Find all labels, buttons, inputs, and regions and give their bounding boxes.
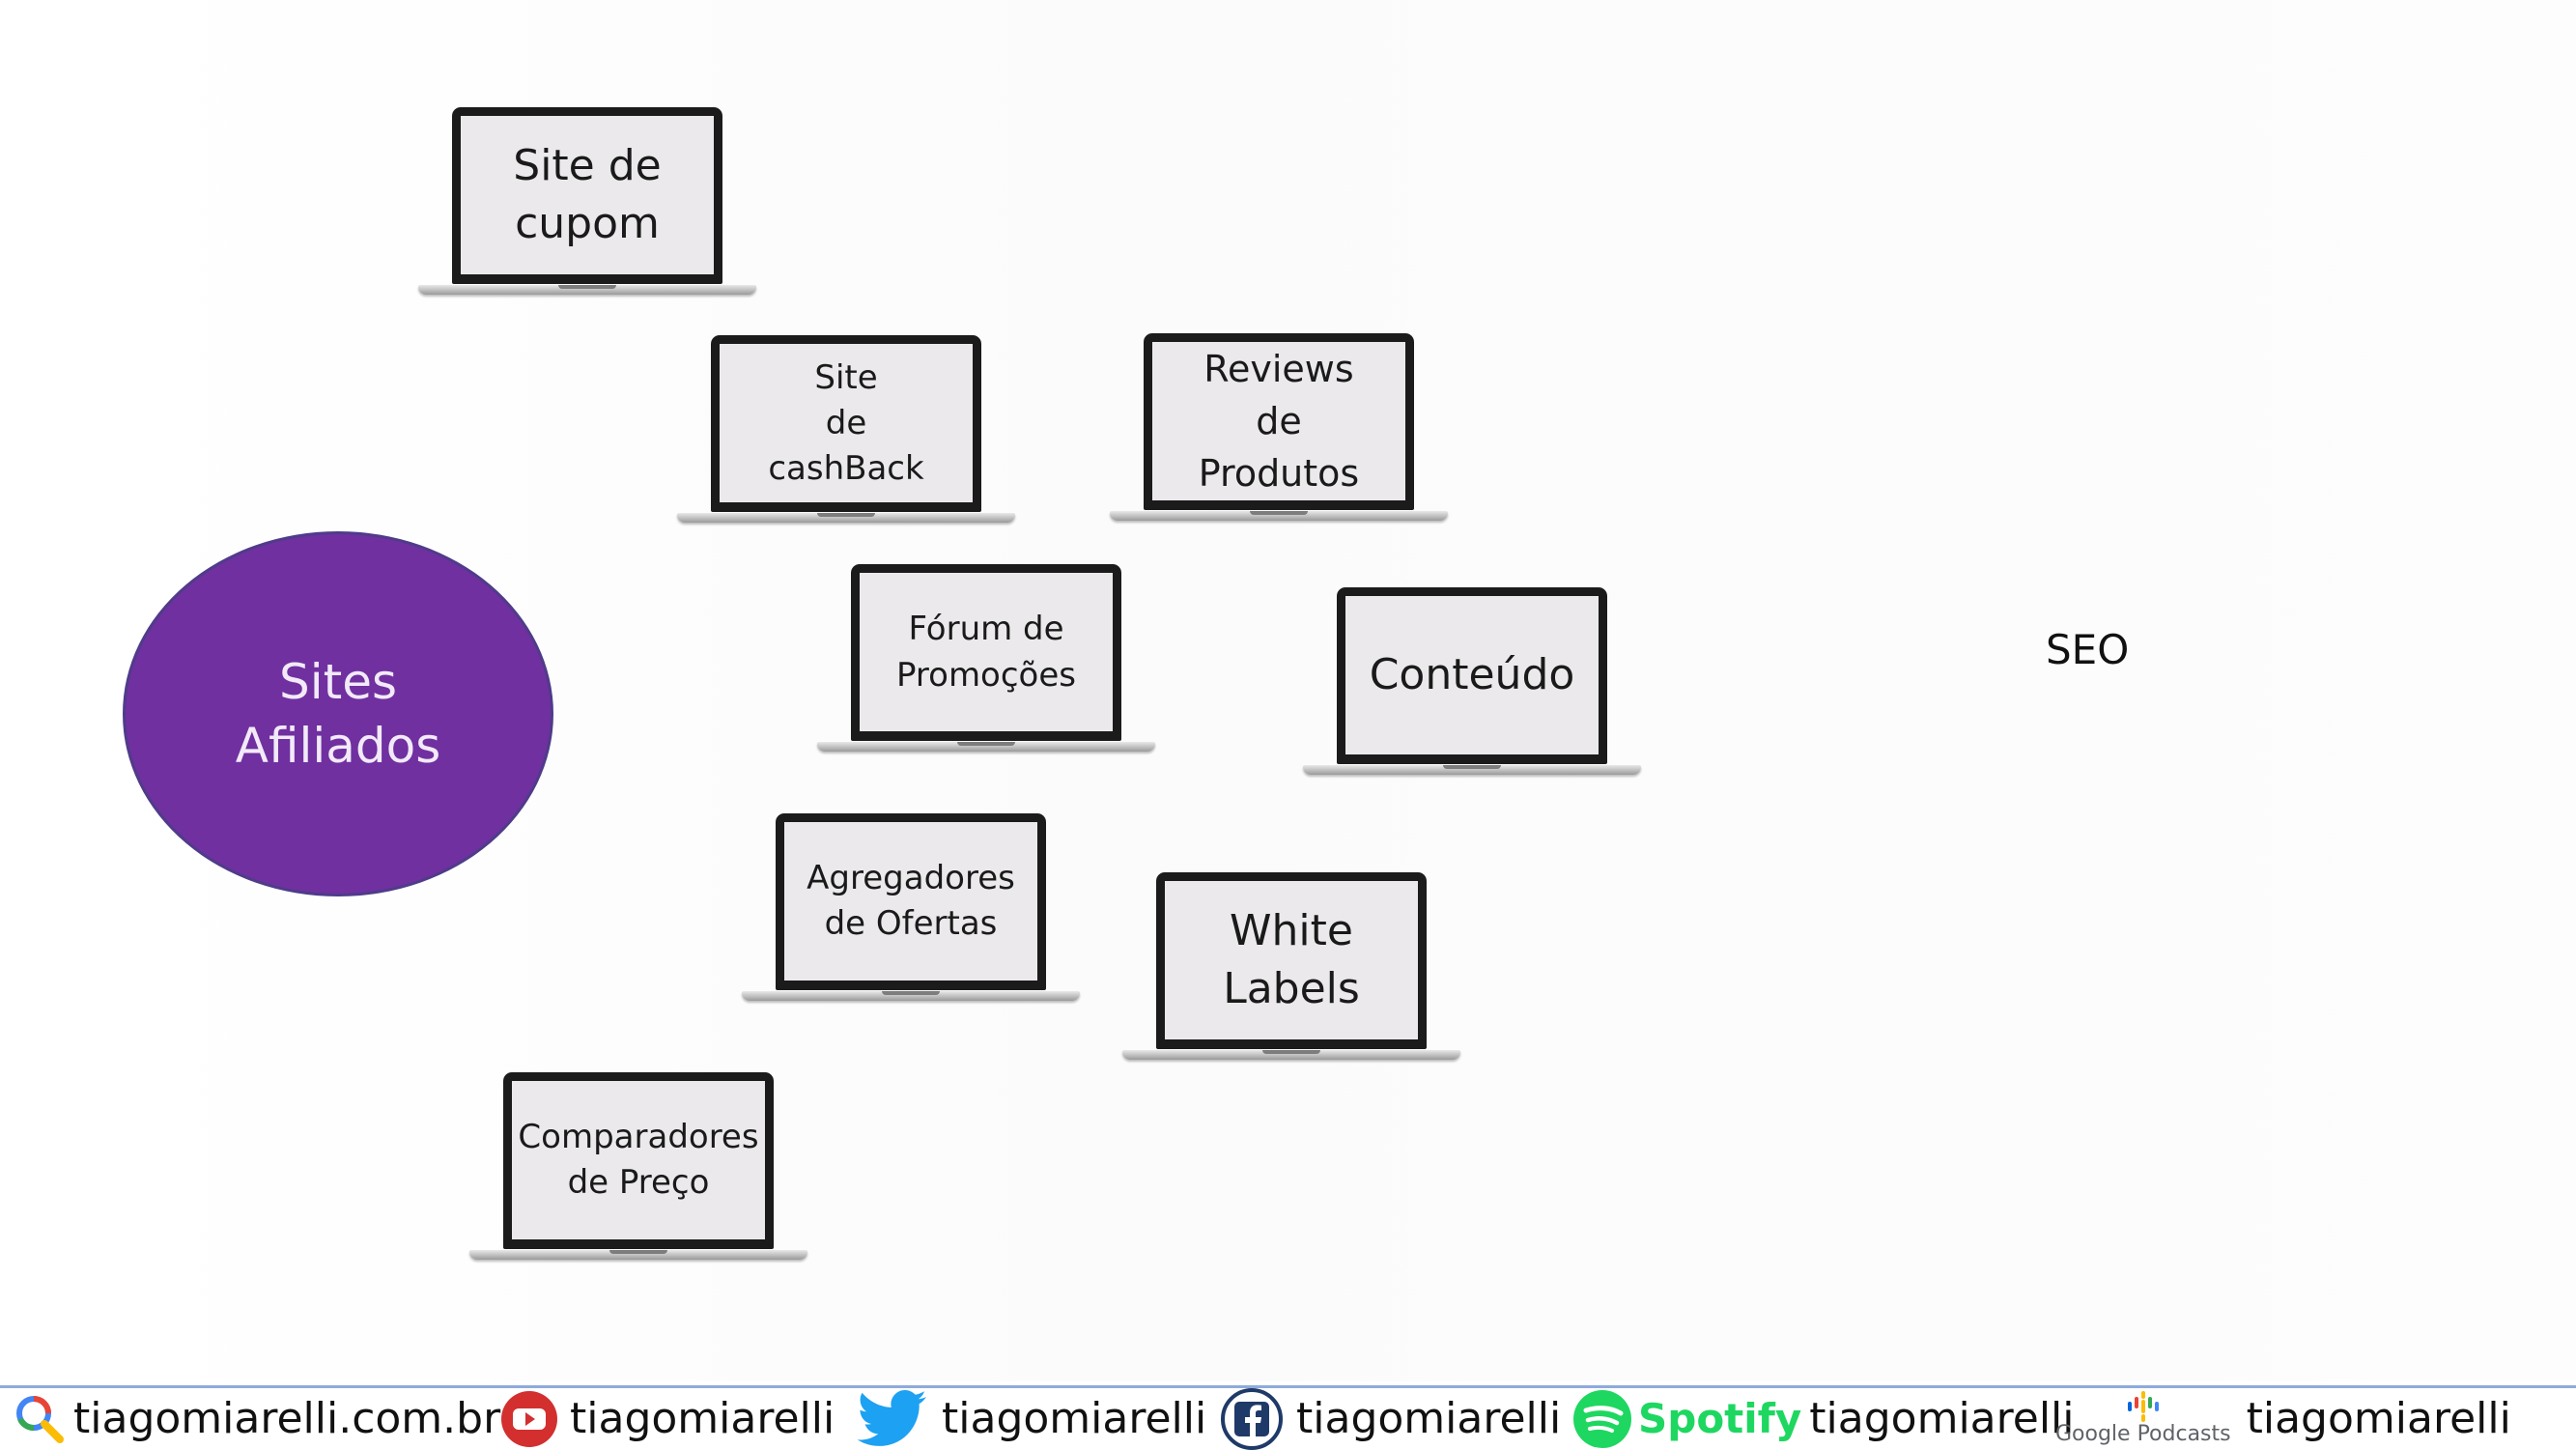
laptop-agregadores-de-ofertas: Agregadores de Ofertas: [742, 813, 1080, 1007]
laptop-base: [817, 742, 1155, 752]
node-label: Site de cashBack: [768, 357, 924, 488]
node-label: Conteúdo: [1369, 650, 1575, 699]
laptop-screen: Agregadores de Ofertas: [776, 813, 1046, 990]
laptop-base: [1110, 511, 1448, 521]
footer-bar: tiagomiarelli.com.br tiagomiarelli tiago…: [0, 1387, 2576, 1450]
twitter-text: tiagomiarelli: [942, 1394, 1207, 1443]
laptop-base: [1303, 765, 1641, 775]
node-label: Site de cupom: [513, 141, 662, 248]
footer-divider: [0, 1385, 2576, 1388]
footer-item-spotify[interactable]: Spotify tiagomiarelli: [1572, 1388, 2075, 1449]
laptop-forum-de-promocoes: Fórum de Promoções: [817, 564, 1155, 757]
laptop-screen: Comparadores de Preço: [503, 1072, 774, 1249]
google-podcasts-text: tiagomiarelli: [2246, 1394, 2511, 1443]
laptop-screen: Conteúdo: [1337, 587, 1607, 764]
laptop-site-de-cashback: Site de cashBack: [677, 335, 1015, 528]
laptop-screen: Site de cashBack: [711, 335, 981, 512]
laptop-base: [418, 285, 756, 295]
laptop-conteudo: Conteúdo: [1303, 587, 1641, 781]
node-label: Comparadores de Preço: [518, 1118, 759, 1202]
laptop-white-labels: White Labels: [1122, 872, 1460, 1066]
laptop-reviews-de-produtos: Reviews de Produtos: [1110, 333, 1448, 526]
seo-label: SEO: [2046, 626, 2130, 673]
youtube-icon: [500, 1390, 558, 1448]
laptop-screen: White Labels: [1156, 872, 1427, 1049]
node-label: Agregadores de Ofertas: [807, 859, 1015, 943]
twitter-icon: [857, 1389, 928, 1449]
footer-item-facebook[interactable]: tiagomiarelli: [1221, 1387, 1562, 1450]
footer-item-twitter[interactable]: tiagomiarelli: [857, 1388, 1206, 1449]
google-podcasts-icon: Google Podcasts: [2055, 1391, 2231, 1446]
node-label: White Labels: [1223, 906, 1360, 1013]
laptop-base: [742, 991, 1080, 1001]
laptop-screen: Site de cupom: [452, 107, 722, 284]
website-text: tiagomiarelli.com.br: [73, 1394, 501, 1443]
facebook-icon: [1221, 1387, 1283, 1450]
sites-afiliados-circle: Sites Afiliados: [123, 531, 553, 896]
footer-item-google-podcasts[interactable]: Google Podcasts tiagomiarelli: [2055, 1388, 2511, 1449]
youtube-text: tiagomiarelli: [570, 1394, 835, 1443]
laptop-comparadores-de-preco: Comparadores de Preço: [469, 1072, 807, 1265]
laptop-base: [1122, 1050, 1460, 1060]
spotify-text: tiagomiarelli: [1809, 1394, 2075, 1443]
sites-afiliados-label: Sites Afiliados: [235, 654, 441, 774]
laptop-screen: Fórum de Promoções: [851, 564, 1121, 741]
spotify-icon: [1572, 1389, 1632, 1449]
laptop-base: [677, 513, 1015, 523]
footer-item-website[interactable]: tiagomiarelli.com.br: [14, 1388, 500, 1449]
footer-item-youtube[interactable]: tiagomiarelli: [500, 1388, 835, 1449]
search-icon: [14, 1393, 66, 1445]
laptop-screen: Reviews de Produtos: [1144, 333, 1414, 510]
node-label: Reviews de Produtos: [1198, 348, 1360, 495]
facebook-text: tiagomiarelli: [1296, 1394, 1562, 1443]
spotify-wordmark: Spotify: [1638, 1395, 1802, 1442]
laptop-site-de-cupom: Site de cupom: [418, 107, 756, 300]
laptop-base: [469, 1250, 807, 1260]
google-podcasts-wordmark: Google Podcasts: [2055, 1422, 2231, 1446]
node-label: Fórum de Promoções: [896, 610, 1076, 695]
